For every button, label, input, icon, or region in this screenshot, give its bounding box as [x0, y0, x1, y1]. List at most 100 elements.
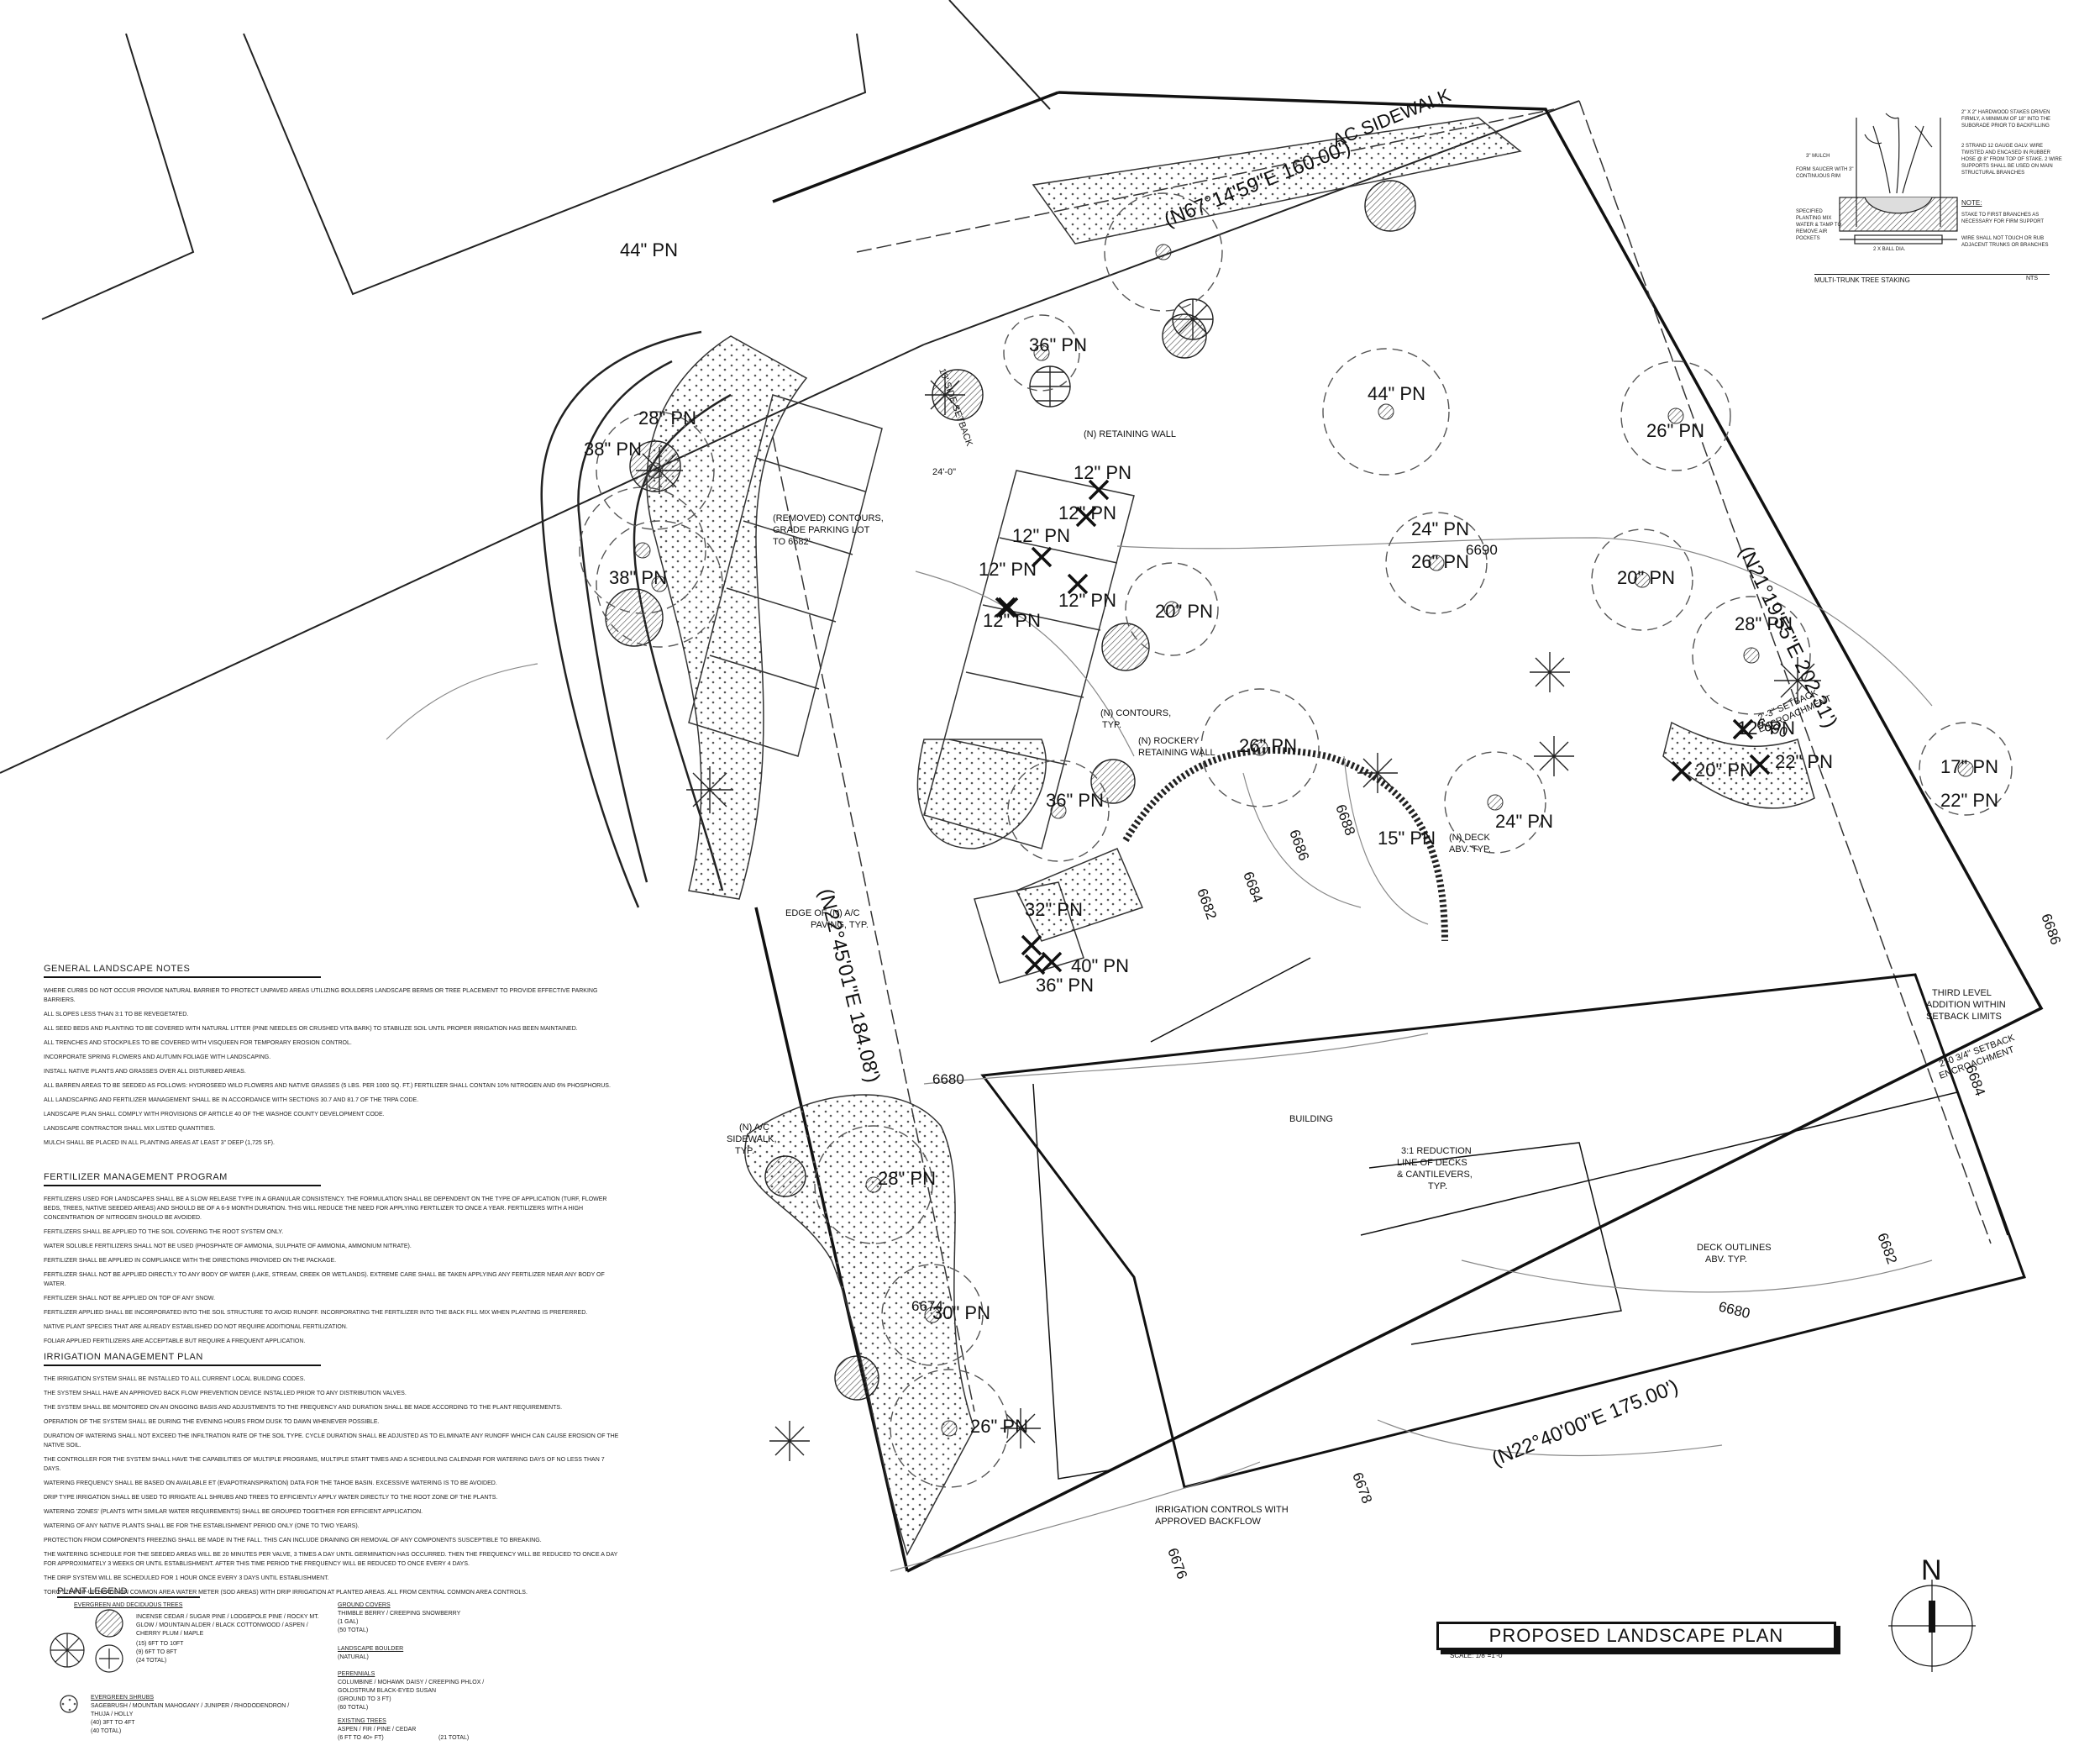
irrigation-label: IRRIGATION CONTROLS WITH	[1155, 1505, 1289, 1515]
tree-label: 12" PN	[1074, 462, 1131, 483]
legend-perennial-title: PERENNIALS	[338, 1671, 375, 1677]
tree-removal-mark	[1067, 573, 1089, 595]
tree-label: 22" PN	[1775, 751, 1833, 772]
note-item: Foliar applied fertilizers are acceptabl…	[44, 1338, 306, 1344]
legend-evergreen-qty: (9) 6FT TO 8FT	[136, 1649, 177, 1655]
tree-label: 12" PN	[979, 559, 1037, 580]
note-item: Landscape contractor shall mix listed qu…	[44, 1126, 216, 1132]
tree-label: 28" PN	[1735, 613, 1793, 634]
contour-elevation-labels: 6690 6690 6688 6686 6686 6684 6684 6682 …	[911, 542, 2064, 1581]
ac-sidewalk-note-3: TYP.	[735, 1146, 754, 1156]
tree-canopy-circle	[1385, 512, 1488, 614]
tree-canopy-circle	[814, 1125, 933, 1244]
note-item: The drip system will be scheduled for 1 …	[44, 1575, 329, 1581]
legend-evergreen-qty: (15) 6FT TO 10FT	[136, 1641, 184, 1647]
reduction-line-label-4: TYP.	[1428, 1181, 1447, 1191]
tree-canopy-circle	[596, 520, 723, 648]
note-item: Landscape plan shall comply with provisi…	[44, 1112, 385, 1117]
note-item: Water soluble fertilizers shall not be u…	[44, 1244, 412, 1249]
north-arrow: N	[1888, 1554, 1976, 1672]
legend-existing-qty: (21 TOTAL)	[438, 1735, 470, 1741]
tree-canopy-circles	[579, 192, 2013, 1488]
contour-lines	[386, 537, 1933, 1572]
note-item: All landscaping and fertilizer managemen…	[44, 1097, 419, 1103]
notes-heading: FERTILIZER MANAGEMENT PROGRAM	[44, 1173, 321, 1186]
removed-contours-label-3: TO 6682'	[773, 537, 811, 547]
tree-label: 28" PN	[638, 408, 696, 429]
legend-evergreen-qty: (24 TOTAL)	[136, 1658, 167, 1664]
tree-canopy-circle	[1919, 722, 2013, 816]
tree-label: 26" PN	[1411, 551, 1469, 572]
note-item: Toro 570 pop-up heads on common area wat…	[44, 1590, 528, 1596]
north-arrow-label: N	[1921, 1554, 1942, 1586]
tree-label: 22" PN	[1940, 790, 1998, 811]
tree-canopy-circle	[1200, 688, 1320, 807]
note-item: Mulch shall be placed in all planting ar…	[44, 1140, 275, 1146]
existing-tree-trunk	[941, 1420, 958, 1437]
detail-note-mix: SPECIFIED PLANTING MIX WATER & TAMP TO R…	[1796, 209, 1842, 241]
note-item: The system shall be monitored on an ongo…	[44, 1405, 563, 1411]
irrigation-label-2: APPROVED BACKFLOW	[1155, 1517, 1262, 1527]
parking-stalls	[688, 394, 1135, 984]
existing-tree-trunk	[1033, 344, 1050, 361]
note-item: Watering of any native plants shall be f…	[44, 1523, 360, 1529]
tree-removal-marks	[995, 479, 1771, 975]
tree-removal-mark	[1671, 760, 1693, 782]
tree-label: 17" PN	[1940, 756, 1998, 777]
legend-ground-desc: THIMBLE BERRY / CREEPING SNOWBERRY	[338, 1611, 461, 1617]
third-level-label-2: ADDITION WITHIN	[1926, 1000, 2006, 1010]
reduction-line-label: 3:1 REDUCTION	[1401, 1146, 1472, 1156]
tree-removal-mark	[1024, 954, 1046, 975]
contour-label: 6680	[1717, 1298, 1751, 1322]
existing-tree-trunk	[865, 1176, 882, 1193]
dimension-label: 24'-0"	[932, 467, 956, 477]
tree-canopy-circle	[1692, 596, 1811, 715]
note-item: The system shall have an approved back f…	[44, 1391, 407, 1396]
legend-symbols	[50, 1609, 123, 1713]
note-item: All trenches and stockpiles to be covere…	[44, 1040, 352, 1046]
legend-evergreen-title: EVERGREEN AND DECIDUOUS TREES	[74, 1602, 183, 1608]
tree-removal-mark	[1075, 506, 1097, 528]
tree-label: 26" PN	[1646, 420, 1704, 441]
removed-contours-label: (REMOVED) CONTOURS,	[773, 513, 884, 523]
tree-canopy-circle	[1322, 348, 1450, 476]
existing-tree-trunk	[1155, 244, 1172, 260]
legend-existing-title: EXISTING TREES	[338, 1718, 386, 1724]
note-item: Install native plants and grasses over a…	[44, 1069, 246, 1075]
edge-paving-label: EDGE OF (N) A/C	[785, 908, 860, 918]
tree-label: 36" PN	[1029, 334, 1087, 355]
note-item: Fertilizers shall be applied to the soil…	[44, 1229, 284, 1235]
tree-label: 44" PN	[620, 239, 678, 260]
tree-canopy-circle	[596, 411, 715, 530]
legend-title: PLANT LEGEND	[57, 1586, 200, 1598]
legend-perennial-qty: (GROUND TO 3 FT)	[338, 1696, 391, 1702]
tree-canopy-circle	[881, 1264, 984, 1366]
note-item: Protection from components freezing shal…	[44, 1538, 542, 1543]
planting-beds	[646, 117, 1815, 1556]
note-item: Where curbs do not occur provide natural…	[44, 988, 598, 1003]
tree-canopy-circle	[1444, 751, 1546, 854]
tree-removal-mark	[1732, 718, 1754, 740]
tree-label: 12" PN	[983, 610, 1041, 631]
note-item: Fertilizer shall be applied in complianc…	[44, 1258, 337, 1264]
contours-label-2: TYP.	[1102, 720, 1121, 730]
tree-removal-mark	[1021, 934, 1042, 956]
note-item: Fertilizer shall not be applied on top o…	[44, 1296, 215, 1301]
contours-label: (N) CONTOURS,	[1100, 708, 1171, 718]
boundary-label-south: (N22°40'00"E 175.00')	[1488, 1375, 1682, 1471]
tree-removal-mark	[1749, 754, 1771, 776]
third-level-label: THIRD LEVEL	[1932, 988, 1992, 998]
detail-note-stakes: 2" X 2" HARDWOOD STAKES DRIVEN FIRMLY, A…	[1961, 110, 2051, 129]
existing-tree-trunk	[1634, 571, 1651, 588]
existing-tree-trunk	[647, 462, 664, 479]
tree-staking-detail: 2" X 2" HARDWOOD STAKES DRIVEN FIRMLY, A…	[1796, 101, 2062, 286]
tree-canopy-circle	[1007, 760, 1110, 862]
note-item: Native plant species that are already es…	[44, 1324, 348, 1330]
tree-canopy-circle	[1104, 192, 1223, 312]
tree-canopy-circle	[1003, 314, 1080, 392]
general-landscape-notes: GENERAL LANDSCAPE NOTES Where curbs do n…	[44, 965, 623, 1153]
reduction-line-label-2: LINE OF DECKS	[1397, 1158, 1467, 1168]
tree-label: 20" PN	[1155, 601, 1213, 622]
existing-tree-trunk	[1252, 739, 1268, 756]
